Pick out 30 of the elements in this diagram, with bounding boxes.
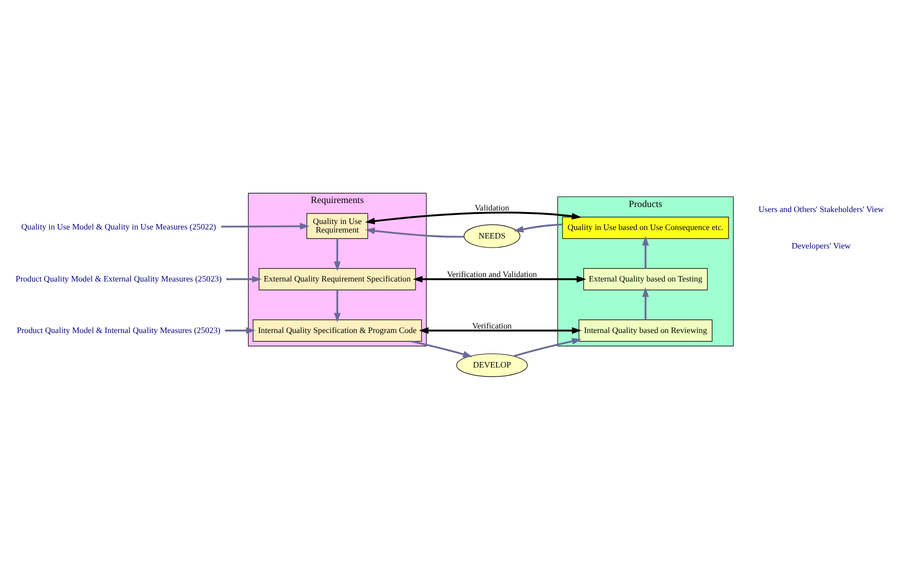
node-box: External Quality based on Testing xyxy=(583,268,708,290)
node-box: Internal Quality Specification & Program Code xyxy=(252,320,422,342)
node-box: Internal Quality based on Reviewing xyxy=(578,320,712,342)
node-ellipse: NEEDS xyxy=(464,224,520,248)
arrow xyxy=(642,236,649,268)
node-box: Quality in Use based on Use Consequence etc. xyxy=(562,216,729,239)
edge-label: Verification xyxy=(472,321,512,330)
edge-label: Validation xyxy=(474,204,510,213)
node-text: Quality in Use Model & Quality in Use Measures (25022) xyxy=(21,222,216,232)
arrow xyxy=(365,212,582,224)
node-box: External Quality Requirement Specification xyxy=(258,268,416,290)
arrow xyxy=(514,224,562,232)
node-box: Quality in Use Requirement xyxy=(306,213,368,239)
arrow xyxy=(642,287,649,320)
arrow xyxy=(225,327,256,334)
arrow xyxy=(412,276,586,283)
edge-label: Verification and Validation xyxy=(447,270,537,279)
arrow xyxy=(418,327,582,334)
arrow xyxy=(334,238,341,272)
arrow xyxy=(514,338,582,358)
arrow xyxy=(226,276,262,283)
arrow xyxy=(334,290,341,322)
arrow xyxy=(365,227,464,238)
node-text: Product Quality Model & External Quality Measures (25023) xyxy=(16,274,222,284)
label: Developers' View xyxy=(792,242,851,251)
node-text: Product Quality Model & Internal Quality Measures (25023) xyxy=(16,326,220,335)
node-ellipse: DEVELOP xyxy=(456,353,528,377)
arrow xyxy=(411,340,473,358)
label: Users and Others' Stakeholders' View xyxy=(758,205,884,214)
arrow xyxy=(221,222,310,230)
